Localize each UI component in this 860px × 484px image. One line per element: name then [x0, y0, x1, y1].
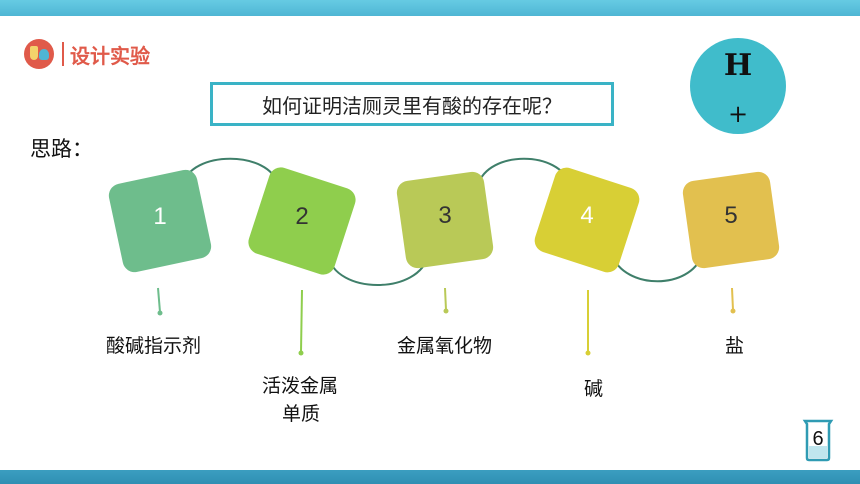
step-box-1: [108, 169, 212, 273]
question-box: 如何证明洁厕灵里有酸的存在呢？: [210, 82, 614, 126]
bottom-band: [0, 470, 860, 484]
section-title: 设计实验: [70, 43, 150, 68]
stem-dot-3: [443, 308, 449, 314]
thinking-label: 思路：: [30, 137, 93, 161]
stem-5: [731, 287, 734, 311]
step-label-5: 盐: [725, 335, 745, 357]
step-box-5: [682, 171, 780, 269]
step-number-4: 4: [580, 202, 594, 229]
beaker-icon: [802, 419, 834, 462]
step-label-4: 碱: [584, 378, 604, 400]
stem-dot-2: [298, 350, 304, 356]
stem-dot-5: [730, 308, 736, 314]
stem-2: [300, 289, 303, 353]
step-label-2-line1: 活泼金属: [262, 375, 339, 397]
step-number-1: 1: [153, 203, 167, 230]
hydrogen-ion-badge: H +: [690, 38, 786, 134]
section-header: 设计实验: [24, 38, 150, 70]
ion-letter: H: [723, 48, 753, 83]
connector-arc-4-5: [611, 254, 703, 283]
step-label-3: 金属氧化物: [397, 335, 493, 357]
step-label-2-line2: 单质: [282, 403, 321, 425]
step-box-2: [248, 167, 356, 275]
step-box-4: [534, 167, 640, 273]
page-number: 6: [812, 428, 824, 450]
ion-charge: +: [727, 100, 749, 128]
stem-1: [157, 287, 161, 313]
step-number-5: 5: [724, 202, 738, 229]
header-divider: [62, 42, 64, 66]
step-number-2: 2: [295, 203, 309, 230]
stem-dot-4: [585, 350, 591, 356]
step-box-3: [396, 171, 494, 269]
top-band: [0, 0, 860, 16]
lab-flask-icon: [24, 39, 54, 69]
step-number-3: 3: [438, 202, 452, 229]
step-label-1: 酸碱指示剂: [106, 335, 202, 357]
stem-dot-1: [157, 310, 163, 316]
stem-3: [444, 287, 447, 311]
